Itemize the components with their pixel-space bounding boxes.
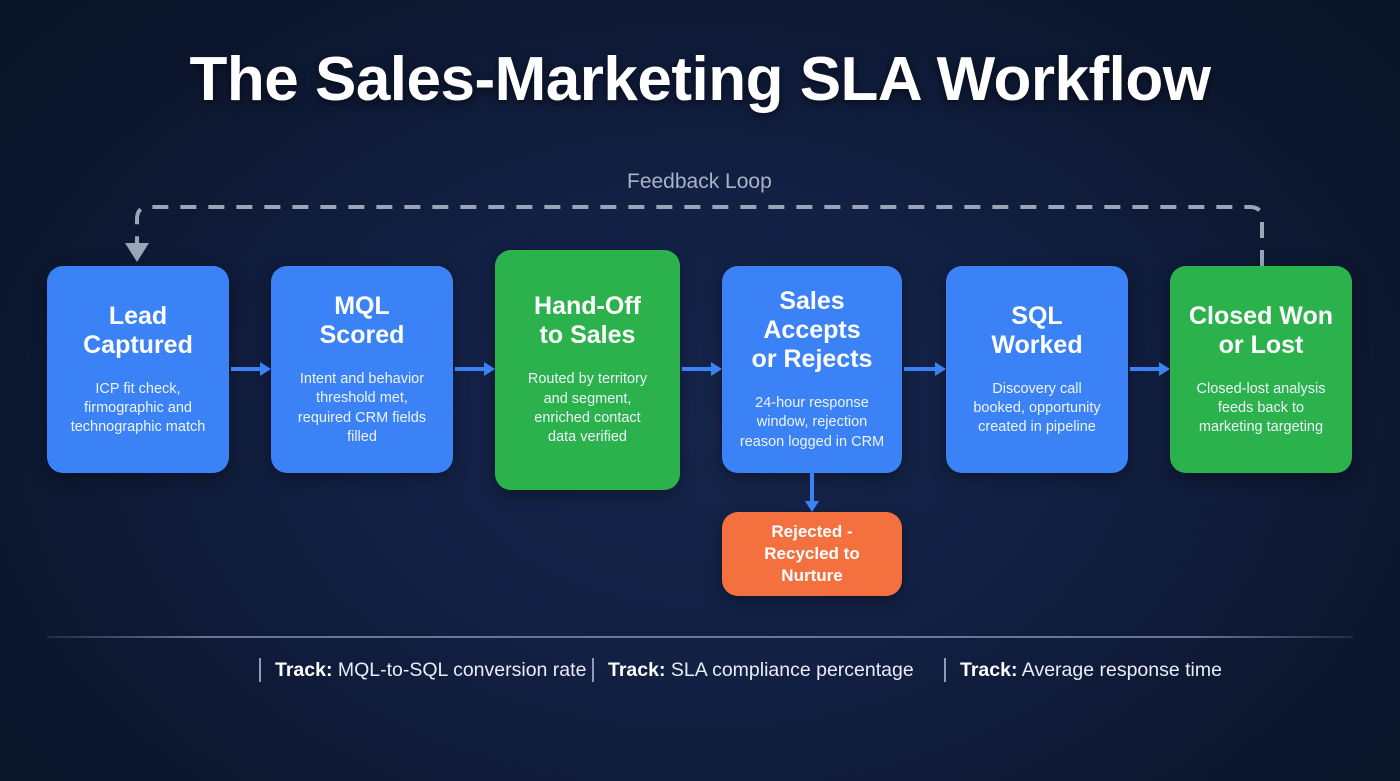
node-title: Hand-Off to Sales <box>534 292 641 350</box>
node-title: SQL Worked <box>991 301 1083 359</box>
node-mql-scored[interactable]: MQL Scored Intent and behavior threshold… <box>271 266 453 473</box>
track-label: Track: <box>275 659 333 681</box>
track-label: Track: <box>608 659 666 681</box>
arrow-lead-to-mql <box>231 362 271 376</box>
arrow-mql-to-handoff <box>455 362 495 376</box>
node-rejected-recycled-to-nurture[interactable]: Rejected - Recycled to Nurture <box>722 512 902 596</box>
node-title: Rejected - Recycled to Nurture <box>764 521 860 586</box>
arrow-sql-to-closed <box>1130 362 1170 376</box>
node-sales-accepts-or-rejects[interactable]: Sales Accepts or Rejects 24-hour respons… <box>722 266 902 473</box>
track-item-average-response-time: Track: Average response time <box>944 658 1284 683</box>
footer-divider <box>47 636 1353 638</box>
track-metrics-list: Track: MQL-to-SQL conversion rate Track:… <box>259 658 1349 683</box>
node-title: Lead Captured <box>83 301 193 359</box>
node-closed-won-or-lost[interactable]: Closed Won or Lost Closed-lost analysis … <box>1170 266 1352 473</box>
node-description: Intent and behavior threshold met, requi… <box>297 370 427 445</box>
arrow-sales-accepts-to-sql <box>904 362 946 376</box>
track-value: MQL-to-SQL conversion rate <box>332 659 587 681</box>
track-text: Track: MQL-to-SQL conversion rate <box>275 658 592 682</box>
node-title: Closed Won or Lost <box>1189 301 1333 359</box>
node-description: Routed by territory and segment, enriche… <box>527 371 648 446</box>
node-description: 24-hour response window, rejection reaso… <box>739 395 885 450</box>
arrow-sales-accepts-to-rejected <box>805 473 819 512</box>
track-label: Track: <box>960 659 1018 681</box>
node-lead-captured[interactable]: Lead Captured ICP fit check, firmographi… <box>47 266 229 473</box>
arrow-handoff-to-sales-accepts <box>682 362 722 376</box>
node-description: Discovery call booked, opportunity creat… <box>973 380 1101 436</box>
node-description: ICP fit check, firmographic and technogr… <box>70 380 206 436</box>
node-title: Sales Accepts or Rejects <box>751 287 873 374</box>
node-sql-worked[interactable]: SQL Worked Discovery call booked, opport… <box>946 266 1128 473</box>
track-text: Track: SLA compliance percentage <box>608 658 944 682</box>
track-value: SLA compliance percentage <box>665 659 914 681</box>
track-value: Average response time <box>1017 659 1222 681</box>
track-item-mql-to-sql: Track: MQL-to-SQL conversion rate <box>259 658 592 683</box>
feedback-loop-label: Feedback Loop <box>627 170 772 193</box>
track-item-sla-compliance: Track: SLA compliance percentage <box>592 658 944 683</box>
page-title: The Sales-Marketing SLA Workflow <box>189 45 1211 114</box>
node-title: MQL Scored <box>319 291 405 349</box>
node-hand-off-to-sales[interactable]: Hand-Off to Sales Routed by territory an… <box>495 250 680 490</box>
node-description: Closed-lost analysis feeds back to marke… <box>1196 380 1326 436</box>
track-text: Track: Average response time <box>960 658 1284 682</box>
